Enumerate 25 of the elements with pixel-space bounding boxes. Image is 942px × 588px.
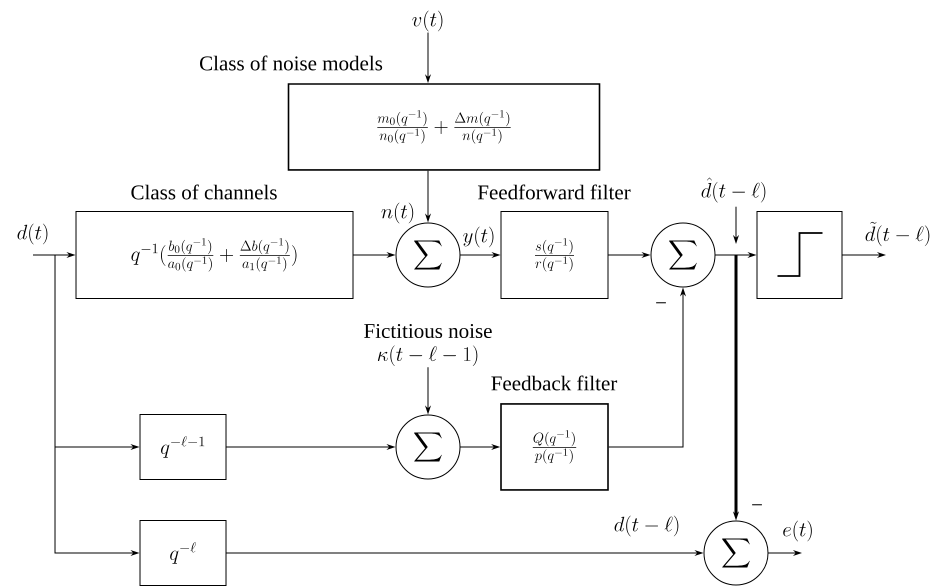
signal-label: $\hat{d}(t-\ell)$ [702, 177, 766, 203]
sign-label: − [752, 504, 762, 506]
edge-label: $\tilde{d}(t-\ell)$ [866, 222, 930, 246]
block-heading: Class of noise models [200, 56, 382, 70]
block-box: $\frac{s(q^{-1})}{r(q^{-1})}$ [500, 211, 608, 299]
edge-label: $n(t)$ [382, 202, 414, 224]
edge-label: $e(t)$ [783, 520, 812, 542]
block-heading: Feedback filter [491, 376, 618, 390]
signal-label: Fictitious noise $\kappa(t-\ell-1)$ [364, 324, 492, 366]
summing-junction: $\sum$ [396, 222, 460, 288]
summing-junction: $\sum$ [396, 414, 460, 480]
block-box: $\frac{m_0(q^{-1})}{n_0(q^{-1})}+\frac{\Delta m(q^{-1})}{n(q^{-1})}$ [288, 83, 600, 171]
block-box: $q^{-\ell}$ [140, 520, 226, 586]
block-heading: Feedforward filter [478, 184, 630, 200]
edge-label: $y(t)$ [463, 226, 494, 248]
summing-junction: $\sum$ [704, 520, 768, 586]
summing-junction: $\sum$ [650, 222, 716, 288]
block-box: $\frac{Q(q^{-1})}{p(q^{-1})}$ [500, 403, 609, 491]
block-box: $q^{-1}(\frac{b_0(q^{-1})}{a_0(q^{-1})}+\frac{\Delta b(q^{-1})}{a_1(q^{-1})})$ [76, 211, 354, 299]
edge-label: $d(t-\ell)$ [614, 516, 678, 536]
signal-label: $v(t)$ [412, 10, 442, 32]
block-heading: Class of channels [131, 184, 277, 200]
sign-label: − [656, 302, 666, 304]
signal-label: $d(t)$ [18, 224, 48, 244]
block-box: $q^{-\ell-1}$ [140, 414, 226, 480]
